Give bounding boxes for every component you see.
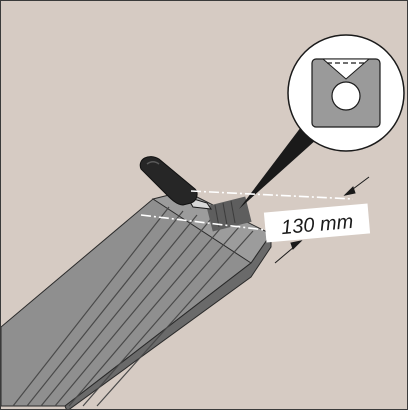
board xyxy=(1,190,272,409)
profile-notch xyxy=(321,58,371,80)
callout-pointer xyxy=(239,127,317,209)
knife xyxy=(139,156,213,210)
detail-callout xyxy=(287,34,405,152)
profile-hole xyxy=(331,81,361,111)
dimension-arrows xyxy=(274,176,370,264)
dimension-label: 130 mm xyxy=(263,203,371,243)
dimension-label-bg xyxy=(263,203,371,243)
board-grooves xyxy=(12,206,254,407)
knife-handle xyxy=(139,156,198,206)
